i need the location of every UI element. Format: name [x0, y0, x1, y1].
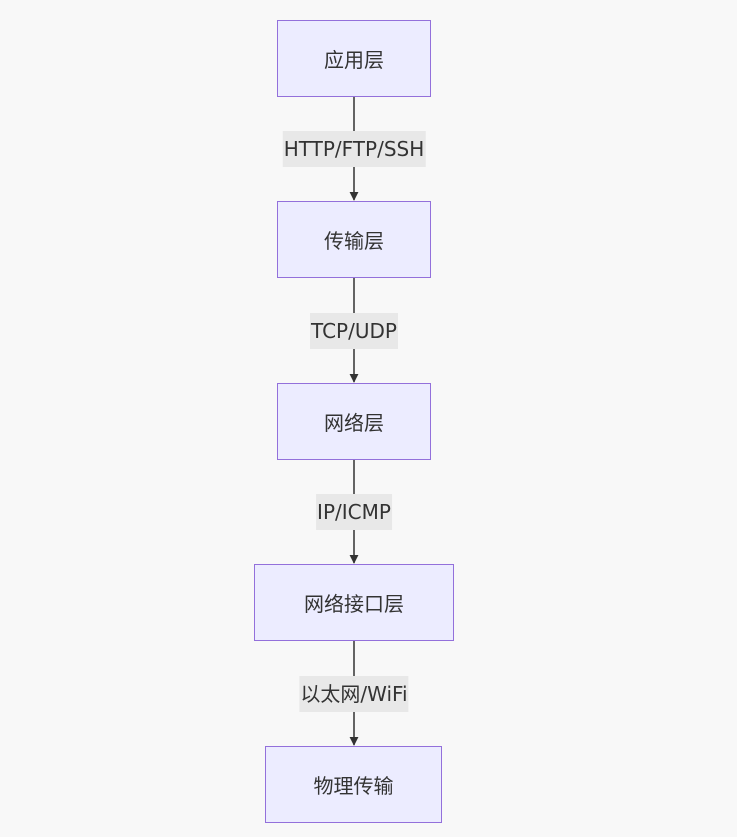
edge-label-transport-protocols: TCP/UDP: [310, 313, 398, 349]
node-label: 传输层: [324, 229, 384, 253]
node-transport-layer: 传输层: [277, 201, 431, 278]
node-physical-transmission: 物理传输: [265, 746, 442, 823]
node-label: 应用层: [324, 48, 384, 72]
node-network-layer: 网络层: [277, 383, 431, 460]
node-label: 网络层: [324, 411, 384, 435]
node-application-layer: 应用层: [277, 20, 431, 97]
node-label: 物理传输: [313, 774, 394, 798]
edge-label-network-protocols: IP/ICMP: [316, 494, 392, 530]
edge-label-application-protocols: HTTP/FTP/SSH: [282, 131, 426, 167]
edge-label-link-protocols: 以太网/WiFi: [299, 676, 409, 712]
node-network-interface-layer: 网络接口层: [254, 564, 454, 641]
node-label: 网络接口层: [304, 592, 404, 616]
